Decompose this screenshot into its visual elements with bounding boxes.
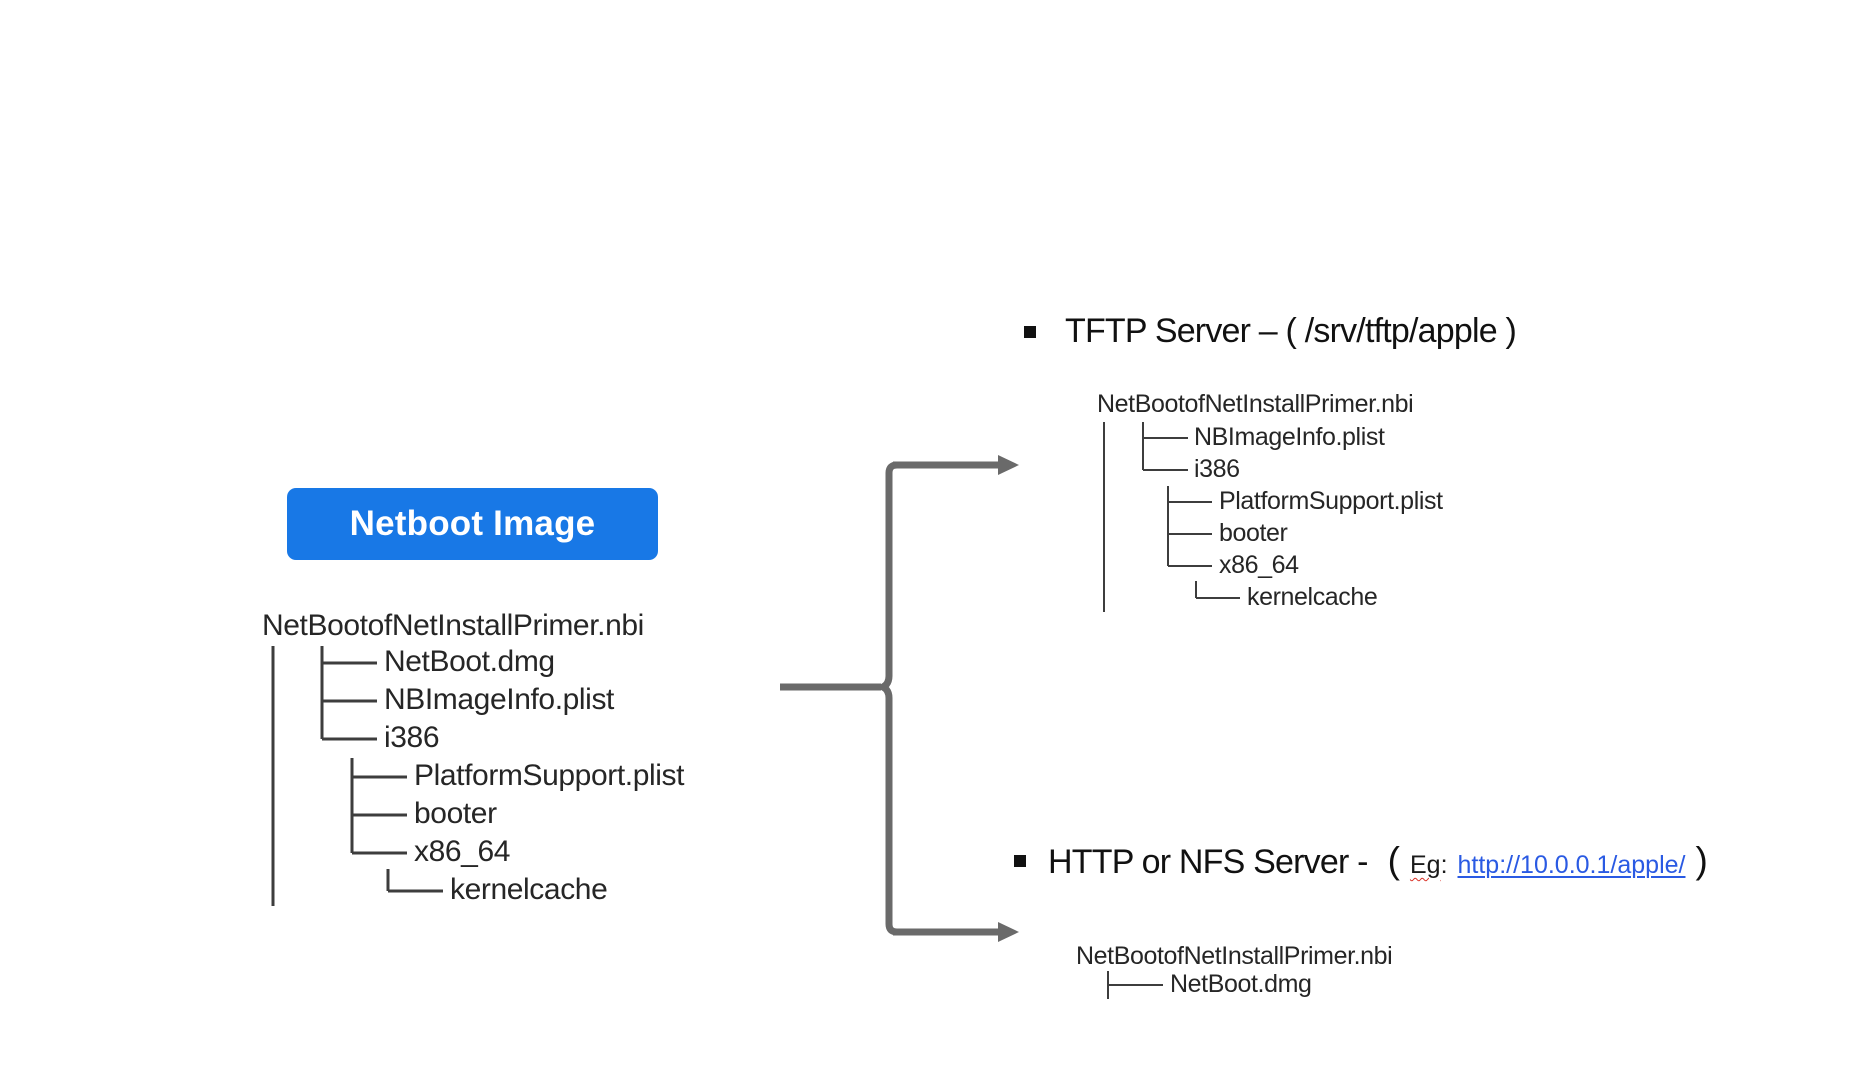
close-paren: ) bbox=[1695, 840, 1708, 881]
tftp-tree-item-label: x86_64 bbox=[1219, 551, 1299, 579]
http-tree-item-label: NetBoot.dmg bbox=[1170, 970, 1312, 998]
apple-url-link[interactable]: http://10.0.0.1/apple/ bbox=[1457, 851, 1686, 879]
tftp-heading-text: TFTP Server – ( /srv/tftp/apple ) bbox=[1065, 312, 1517, 350]
arrowhead-icon bbox=[998, 922, 1019, 942]
square-bullet-icon bbox=[1024, 325, 1036, 338]
source-tree-root-label: NetBootofNetInstallPrimer.nbi bbox=[262, 609, 644, 642]
tftp-tree-item-label: kernelcache bbox=[1247, 583, 1378, 611]
source-tree-item-label: NBImageInfo.plist bbox=[384, 683, 614, 717]
split-arrow bbox=[875, 461, 898, 936]
tftp-tree-root-label: NetBootofNetInstallPrimer.nbi bbox=[1097, 390, 1414, 418]
eg-label: Eg: bbox=[1409, 851, 1448, 879]
tftp-tree-item-label: booter bbox=[1219, 519, 1288, 547]
source-tree-item-label: booter bbox=[414, 797, 497, 831]
square-bullet-icon bbox=[1014, 855, 1026, 867]
http-heading-text: HTTP or NFS Server - bbox=[1048, 843, 1368, 881]
arrowhead-icon bbox=[998, 455, 1019, 475]
source-tree-item-label: i386 bbox=[384, 721, 440, 755]
tftp-server-heading: TFTP Server – ( /srv/tftp/apple ) bbox=[1024, 312, 1517, 351]
netboot-image-button[interactable]: Netboot Image bbox=[287, 488, 658, 560]
source-tree-item-label: PlatformSupport.plist bbox=[414, 759, 685, 793]
tftp-tree-item-label: PlatformSupport.plist bbox=[1219, 487, 1443, 515]
source-tree-item-label: x86_64 bbox=[414, 835, 511, 869]
source-tree-item-label: NetBoot.dmg bbox=[384, 645, 555, 679]
http-nfs-server-heading: HTTP or NFS Server - ( Eg: http://10.0.0… bbox=[1014, 840, 1708, 882]
tftp-tree-item-label: i386 bbox=[1194, 455, 1240, 483]
http-tree-root-label: NetBootofNetInstallPrimer.nbi bbox=[1076, 942, 1393, 970]
tftp-tree-item-label: NBImageInfo.plist bbox=[1194, 423, 1385, 451]
open-paren: ( bbox=[1387, 840, 1400, 881]
source-tree-item-label: kernelcache bbox=[450, 873, 608, 907]
